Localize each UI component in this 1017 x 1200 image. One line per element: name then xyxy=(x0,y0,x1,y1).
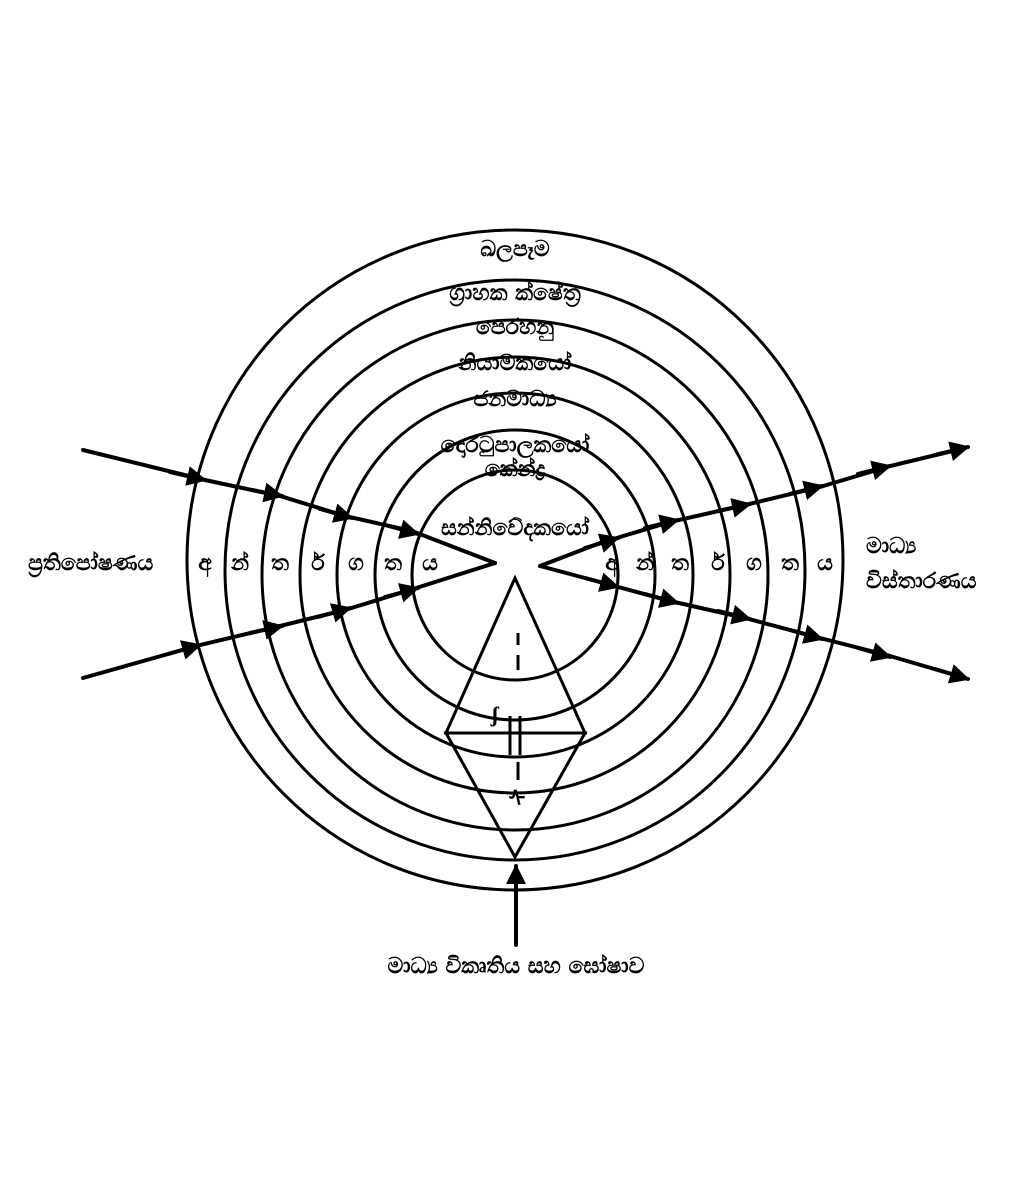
left-layer-char-4: ර් xyxy=(311,550,325,576)
ring-label-7: කේන්ද්‍ර xyxy=(485,456,546,482)
ring-4 xyxy=(298,355,732,795)
left-lower-arrow-4 xyxy=(383,583,420,603)
diamond-symbol-2: ᠰ xyxy=(509,786,526,811)
left-layer-chars: අ න් ත ර් ග ත ය xyxy=(198,550,438,577)
right-upper-arrow-2 xyxy=(643,514,680,534)
left-upper-arrow-3 xyxy=(318,503,354,523)
left-rays xyxy=(81,448,497,680)
right-layer-char-4: ර් xyxy=(711,550,725,576)
lower-diamond xyxy=(443,731,588,861)
right-layer-char-7: ය xyxy=(817,551,833,576)
media-amplification-label-1: මාධ්‍ය xyxy=(866,534,916,559)
right-upper-arrow-5 xyxy=(856,460,892,481)
left-layer-char-3: ත xyxy=(271,551,289,576)
ring-5 xyxy=(335,391,695,759)
left-layer-char-1: අ xyxy=(198,551,212,577)
media-amplification-label-2: විස්තාරණය xyxy=(866,568,977,594)
ring-3 xyxy=(260,318,770,832)
ring-label-8: සන්නිවේදකයෝ xyxy=(441,515,590,542)
left-upper-ray xyxy=(81,448,497,565)
feedback-label: ප්‍රතිපෝෂණය xyxy=(28,550,154,578)
ring-6 xyxy=(373,428,657,722)
left-upper-arrow-1 xyxy=(168,466,207,486)
right-layer-char-6: ත xyxy=(781,551,799,576)
right-layer-char-5: ග xyxy=(746,551,762,576)
right-lower-arrow-5 xyxy=(856,642,892,662)
right-upper-arrow-4 xyxy=(788,480,824,501)
left-layer-char-2: න් xyxy=(230,550,249,576)
right-upper-arrow-3 xyxy=(716,498,752,518)
left-upper-arrow-2 xyxy=(250,482,284,503)
right-lower-arrow-2 xyxy=(643,588,680,608)
right-upper-arrow-1 xyxy=(583,533,620,553)
left-upper-arrow-4 xyxy=(383,519,420,539)
diamond-symbol-1: ʃ xyxy=(490,702,500,727)
right-lower-arrow-1 xyxy=(583,572,620,592)
left-layer-char-6: ත xyxy=(384,551,402,576)
ring-label-3: පෙරහනු xyxy=(476,315,554,342)
ring-label-2: ග්‍රාහක ක්ෂේත්‍ර xyxy=(449,280,581,308)
left-lower-arrow-3 xyxy=(316,603,352,623)
left-lower-arrow-1 xyxy=(166,640,202,660)
distortion-noise-label: මාධ්‍ය විකෘතිය සහ ඝෝෂාව xyxy=(388,953,645,979)
ring-label-1: ඛලපෑම xyxy=(480,237,550,263)
right-rays xyxy=(538,441,970,684)
ring-label-4: නියාමකයෝ xyxy=(458,350,573,376)
right-layer-char-3: ත xyxy=(671,551,689,576)
right-lower-arrow-6 xyxy=(933,664,970,684)
right-layer-chars: අ න් ත ර් ග ත ය xyxy=(605,550,833,577)
right-layer-char-2: න් xyxy=(635,550,654,576)
left-lower-ray xyxy=(81,561,497,680)
right-lower-arrow-4 xyxy=(788,624,824,644)
right-upper-arrow-6 xyxy=(933,441,970,461)
ring-label-6: දොරටුපාලකයෝ xyxy=(441,432,591,459)
left-lower-arrow-2 xyxy=(248,620,284,640)
right-layer-char-1: අ xyxy=(605,551,619,577)
left-layer-char-7: ය xyxy=(422,551,438,576)
left-layer-char-5: ග xyxy=(348,551,364,576)
ring-labels: ඛලපෑම ග්‍රාහක ක්ෂේත්‍ර පෙරහනු නියාමකයෝ ජ… xyxy=(441,237,591,542)
ring-label-5: ජනමාධ්‍ය xyxy=(473,387,556,412)
distortion-cone: ʃ ᠰ xyxy=(443,574,588,861)
right-lower-arrow-3 xyxy=(716,604,752,625)
